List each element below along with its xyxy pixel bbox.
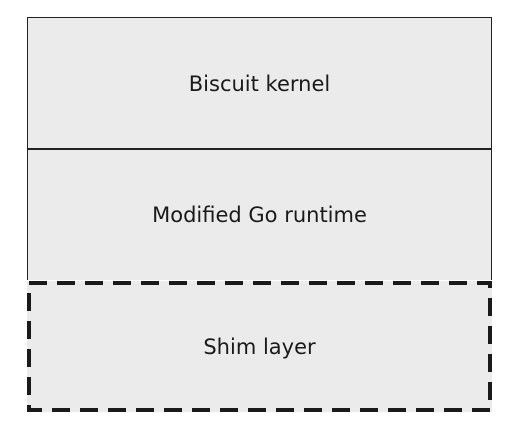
layer-stack-diagram: Biscuit kernel Modified Go runtime Shim … <box>27 17 492 412</box>
layer-biscuit-kernel: Biscuit kernel <box>27 17 492 149</box>
layer-modified-go-runtime: Modified Go runtime <box>27 149 492 280</box>
layer-shim-layer: Shim layer <box>27 281 492 412</box>
layer-divider <box>27 148 492 149</box>
layer-label-shim-layer: Shim layer <box>203 334 316 359</box>
layer-label-modified-go-runtime: Modified Go runtime <box>152 203 367 227</box>
layer-label-biscuit-kernel: Biscuit kernel <box>188 71 331 96</box>
